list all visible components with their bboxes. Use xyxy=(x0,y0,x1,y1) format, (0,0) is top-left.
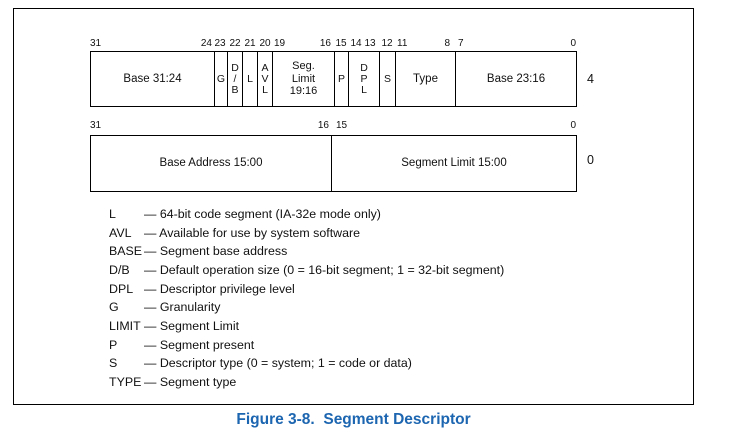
legend-row: TYPE — Segment type xyxy=(109,373,504,392)
legend-desc: — Segment type xyxy=(144,374,237,389)
legend-row: BASE — Segment base address xyxy=(109,242,504,261)
bit-label: 7 xyxy=(458,38,464,49)
bit-label: 23 xyxy=(214,38,226,49)
bit-label: 8 xyxy=(444,38,450,49)
legend-abbr: LIMIT xyxy=(109,318,141,333)
legend-desc: — Descriptor type (0 = system; 1 = code … xyxy=(144,356,412,371)
bit-label: 24 xyxy=(200,38,212,49)
legend-row: AVL — Available for use by system softwa… xyxy=(109,224,504,243)
bit-label: 13 xyxy=(364,38,376,49)
field-base-31-24: Base 31:24 xyxy=(91,52,215,106)
field-segment-limit-15-00: Segment Limit 15:00 xyxy=(401,157,507,169)
field-g: G xyxy=(215,52,228,106)
bit-label: 0 xyxy=(570,38,576,49)
legend-desc: — Available for use by system software xyxy=(144,225,361,240)
field-type: Type xyxy=(396,52,456,106)
legend-row: G — Granularity xyxy=(109,298,504,317)
legend-desc: — Segment base address xyxy=(144,244,288,259)
bit-label: 15 xyxy=(335,38,347,49)
field-base-23-16: Base 23:16 xyxy=(486,72,546,85)
field-base-address-15-00: Base Address 15:00 xyxy=(91,136,332,191)
field-l: L xyxy=(243,52,258,106)
legend: L — 64-bit code segment (IA-32e mode onl… xyxy=(109,205,504,392)
legend-row: LIMIT — Segment Limit xyxy=(109,317,504,336)
legend-row: L — 64-bit code segment (IA-32e mode onl… xyxy=(109,205,504,224)
bit-label: 22 xyxy=(229,38,241,49)
legend-row: D/B — Default operation size (0 = 16-bit… xyxy=(109,261,504,280)
bit-label: 20 xyxy=(259,38,271,49)
legend-desc: — Granularity xyxy=(144,300,221,315)
legend-abbr: DPL xyxy=(109,281,134,296)
bit-label: 16 xyxy=(317,120,329,131)
bit-label: 14 xyxy=(350,38,362,49)
legend-row: P — Segment present xyxy=(109,336,504,355)
legend-abbr: D/B xyxy=(109,262,130,277)
bit-label: 15 xyxy=(336,120,348,131)
legend-abbr: S xyxy=(109,356,118,371)
legend-abbr: TYPE xyxy=(109,374,142,389)
legend-desc: — Default operation size (0 = 16-bit seg… xyxy=(144,262,505,277)
byte-offset-0: 0 xyxy=(587,153,594,167)
field-p: P xyxy=(335,52,349,106)
legend-abbr: G xyxy=(109,300,119,315)
legend-desc: — 64-bit code segment (IA-32e mode only) xyxy=(144,207,381,221)
legend-abbr: L xyxy=(109,207,116,221)
bit-label: 31 xyxy=(90,38,102,49)
bit-label: 21 xyxy=(244,38,256,49)
field-dpl: D P L xyxy=(349,52,380,106)
field-d-b: D / B xyxy=(228,52,243,106)
bit-label: 12 xyxy=(381,38,393,49)
bit-label: 11 xyxy=(397,38,408,49)
legend-abbr: AVL xyxy=(109,225,132,240)
bit-label: 0 xyxy=(570,120,576,131)
bit-label: 19 xyxy=(274,38,286,49)
bit-label: 31 xyxy=(90,120,102,131)
legend-row: DPL — Descriptor privilege level xyxy=(109,280,504,299)
legend-row: S — Descriptor type (0 = system; 1 = cod… xyxy=(109,354,504,373)
field-s: S xyxy=(380,52,396,106)
descriptor-low-dword-box: Base Address 15:00 Segment Limit 15:00 xyxy=(90,135,577,192)
byte-offset-4: 4 xyxy=(587,72,594,86)
field-seg-limit: Seg. Limit 19:16 xyxy=(273,52,335,106)
legend-desc: — Segment Limit xyxy=(144,318,240,333)
field-avl: A V L xyxy=(258,52,273,106)
legend-desc: — Segment present xyxy=(144,337,255,352)
descriptor-high-dword-box: Base 31:24 G D / B L A V L Seg. Limit 19… xyxy=(90,51,577,107)
legend-abbr: BASE xyxy=(109,244,143,259)
legend-abbr: P xyxy=(109,337,118,352)
figure-caption: Figure 3-8. Segment Descriptor xyxy=(236,411,471,428)
legend-desc: — Descriptor privilege level xyxy=(144,281,295,296)
bit-label: 16 xyxy=(319,38,331,49)
